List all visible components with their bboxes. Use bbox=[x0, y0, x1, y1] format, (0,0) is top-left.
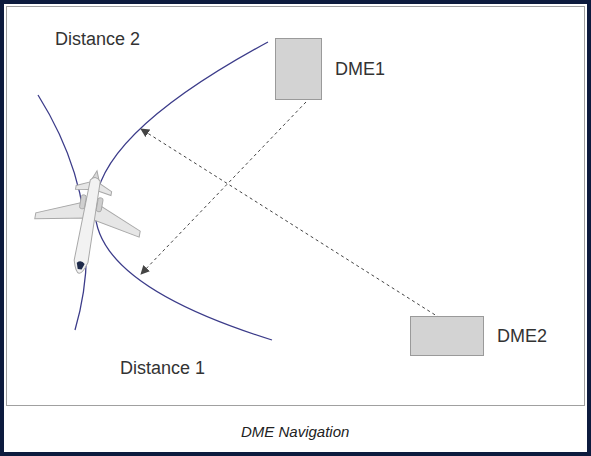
station-label: DME1 bbox=[335, 59, 385, 80]
range-line bbox=[141, 102, 306, 274]
distance-label: Distance 1 bbox=[120, 358, 205, 379]
station-label: DME2 bbox=[497, 326, 547, 347]
airplane bbox=[27, 162, 149, 283]
distance-arc bbox=[95, 42, 272, 340]
dme-station: DME1 bbox=[275, 38, 322, 100]
frame-border bbox=[7, 7, 585, 406]
range-line bbox=[141, 129, 440, 318]
distance-label: Distance 2 bbox=[55, 29, 140, 50]
dme-station: DME2 bbox=[410, 316, 484, 356]
figure-caption: DME Navigation bbox=[241, 423, 349, 440]
